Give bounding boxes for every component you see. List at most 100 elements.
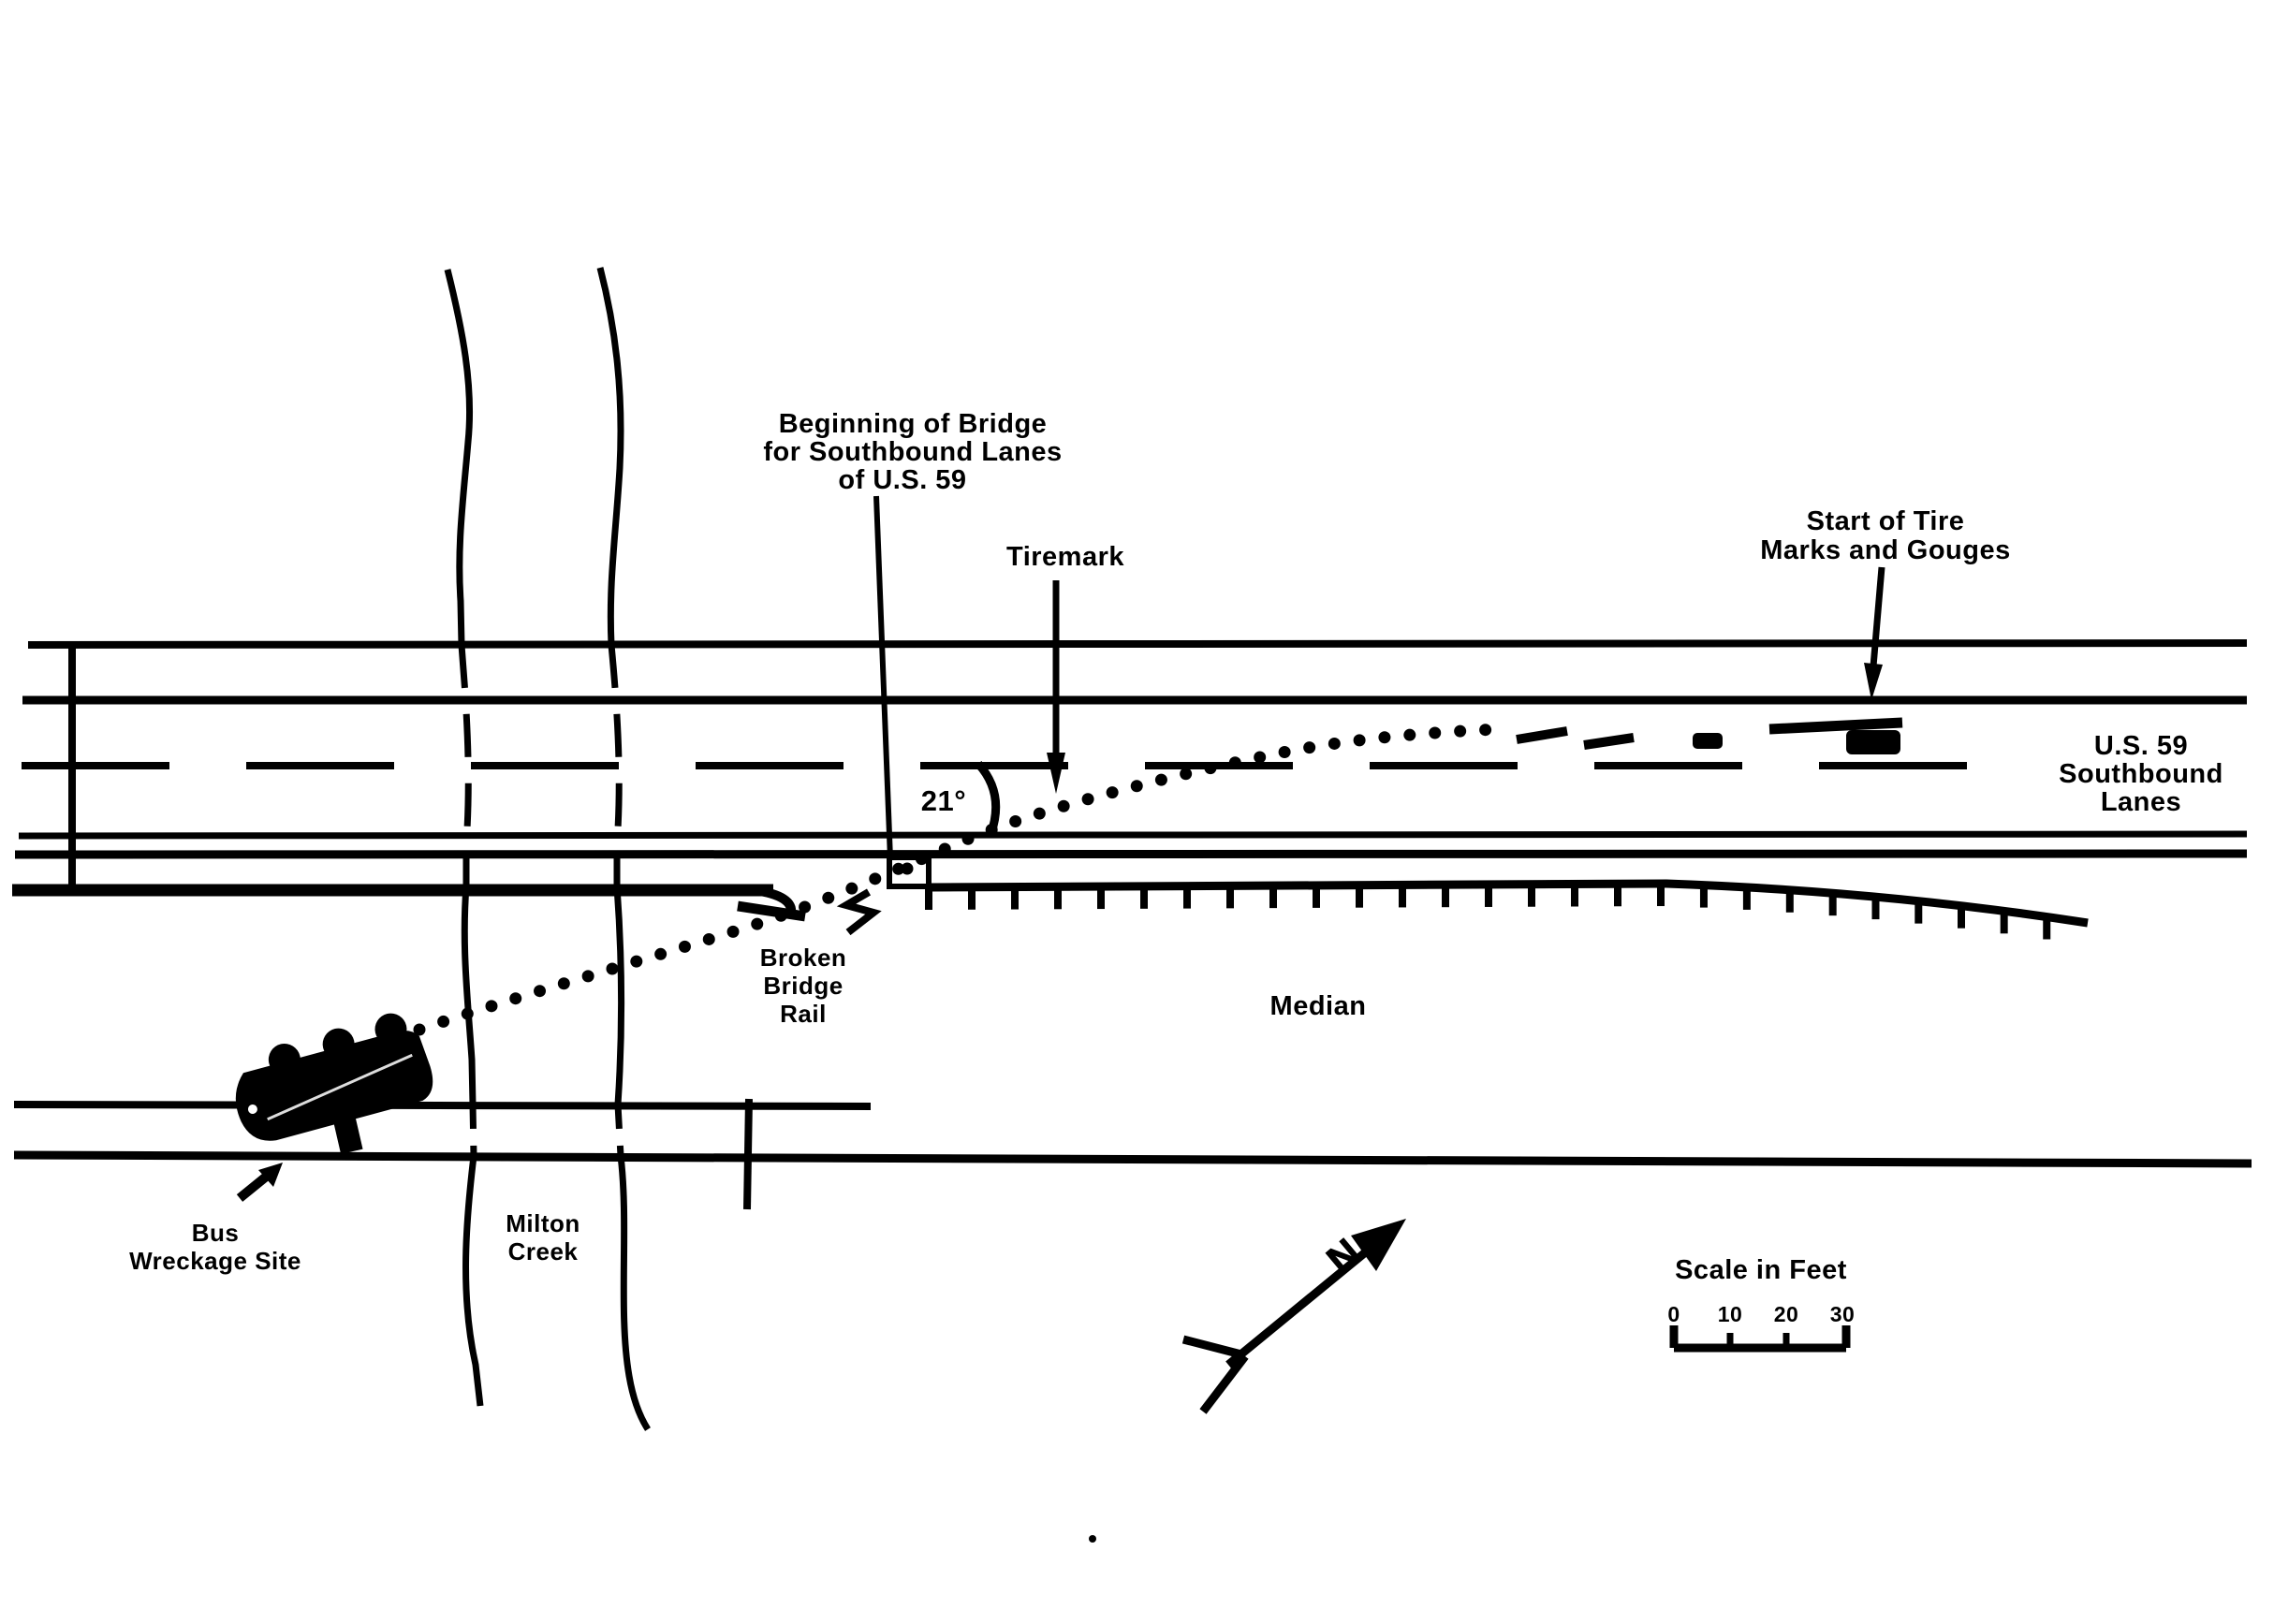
bus-front-dot: [247, 1104, 257, 1114]
bus-body-highlight: [267, 1053, 413, 1121]
trajectory-dot: [534, 985, 547, 998]
us59-label-2: Southbound: [2059, 759, 2223, 789]
gouge-small: [1693, 733, 1723, 749]
trajectory-dot: [1204, 762, 1217, 775]
trajectory-dot: [557, 977, 570, 990]
creek-west-road-cross: [458, 644, 472, 886]
bridge-begin-line: [873, 495, 932, 889]
broken-rail-label-3: Rail: [780, 1000, 827, 1028]
creek-east-line: [596, 267, 651, 1431]
median-label: Median: [1270, 991, 1367, 1021]
gouge-large: [1846, 730, 1900, 754]
trajectory-dot: [1454, 724, 1467, 738]
creek-east-lower-cross: [614, 1104, 624, 1157]
tire-mark-2: [1583, 733, 1635, 750]
median-nose-dot: [901, 862, 914, 875]
road-line-3: [18, 830, 2248, 840]
median-edge-line: [928, 879, 2089, 928]
trajectory-dot: [654, 947, 668, 960]
trajectory-dot: [1154, 773, 1167, 786]
lower-road: [13, 1098, 2252, 1210]
trajectory-dot: [1378, 731, 1391, 744]
north-arrowhead: [1351, 1219, 1406, 1271]
bridge-begin-pointer: [873, 495, 893, 860]
trajectory-dot: [1057, 799, 1070, 812]
trajectory-dot: [869, 872, 882, 885]
creek-label-2: Creek: [508, 1237, 579, 1266]
trajectory-dot: [799, 900, 812, 914]
tire-marks-arrowhead: [1864, 663, 1883, 700]
rail-break-symbol: [836, 888, 882, 936]
trajectory-dot: [1479, 724, 1492, 737]
lower-road-lower-line: [13, 1150, 2252, 1168]
trajectory-dot: [938, 842, 951, 856]
trajectory-dot: [774, 909, 787, 922]
callout-arrows: [236, 566, 1885, 1202]
tire-marks: [1516, 717, 1903, 754]
median-hatch-ticks: [925, 885, 2051, 940]
trajectory-dot: [485, 1000, 498, 1013]
bus-site-arrowhead: [258, 1163, 283, 1187]
angle-arc: [975, 760, 1001, 837]
scale-tick-10: 10: [1718, 1302, 1743, 1326]
bridge-begin-label-2: for Southbound Lanes: [763, 437, 1062, 467]
us59-label-3: Lanes: [2101, 787, 2181, 817]
trajectory-dot: [822, 891, 835, 904]
trajectory-dot: [678, 940, 691, 953]
trajectory-dot: [1009, 814, 1022, 827]
angle-label: 21°: [921, 784, 966, 817]
creek-label-1: Milton: [506, 1209, 580, 1237]
trajectory-guide: [419, 729, 1500, 1030]
tire-marks-start-label-2: Marks and Gouges: [1760, 535, 2010, 565]
north-arrow: N: [1181, 1219, 1406, 1414]
lower-road-upper-line: [13, 1101, 872, 1110]
trajectory-dot: [461, 1007, 474, 1020]
trajectory-dot: [1033, 807, 1046, 820]
creek-east-mid: [613, 885, 625, 1105]
trajectory-dot: [606, 962, 619, 975]
tire-mark-1: [1516, 726, 1568, 744]
trajectory-dot: [726, 925, 740, 938]
bus-body: [235, 1030, 433, 1141]
tire-marks-start-label-1: Start of Tire: [1807, 506, 1965, 536]
scale-title-label: Scale in Feet: [1675, 1255, 1847, 1285]
creek-west-upper: [444, 269, 474, 646]
scale-tick-20: 20: [1774, 1302, 1799, 1326]
north-arrow-fletch-2: [1199, 1353, 1249, 1414]
scale-numbers: 0 10 20 30: [1667, 1302, 1856, 1326]
trajectory-dot: [845, 882, 858, 895]
creek-east-bottom: [617, 1155, 651, 1431]
us59-label-1: U.S. 59: [2094, 731, 2188, 761]
trajectory-dot: [437, 1015, 450, 1028]
creek-west-bottom: [462, 1155, 484, 1407]
bus-site-arrow-line: [236, 1170, 273, 1202]
creek-west-lower-cross: [469, 1104, 477, 1157]
trajectory-dot: [1353, 734, 1366, 747]
trajectory-dot: [1278, 746, 1291, 759]
creek-east-road-cross: [608, 644, 623, 886]
trajectory-dot: [1130, 780, 1143, 793]
lower-road-tick: [743, 1098, 753, 1210]
trajectory-dot: [1429, 726, 1442, 739]
scale-tick-30: 30: [1830, 1302, 1856, 1326]
median-edge-hatched: [925, 879, 2089, 940]
trajectory-dot: [581, 970, 594, 983]
tiremark-label: Tiremark: [1006, 542, 1124, 572]
north-arrow-shaft: [1225, 1246, 1372, 1368]
trajectory-dot: [1081, 793, 1094, 806]
scale-tick-0: 0: [1667, 1302, 1680, 1326]
creek-west-mid: [461, 885, 477, 1105]
trajectory-dot: [1180, 768, 1193, 781]
trajectory-dot: [892, 862, 905, 875]
trajectory-dot: [1106, 786, 1119, 799]
trajectory-dot: [915, 853, 928, 866]
broken-rail-label-1: Broken: [760, 944, 847, 972]
scale-bar: [1669, 1325, 1851, 1353]
trajectory-dot: [1328, 737, 1341, 750]
broken-rail-label-2: Bridge: [763, 972, 843, 1000]
trajectory-dot: [961, 832, 975, 845]
creek-west-line: [444, 269, 484, 1407]
trajectory-dots: [413, 724, 1492, 1036]
bus-site-label-1: Bus: [192, 1219, 240, 1247]
